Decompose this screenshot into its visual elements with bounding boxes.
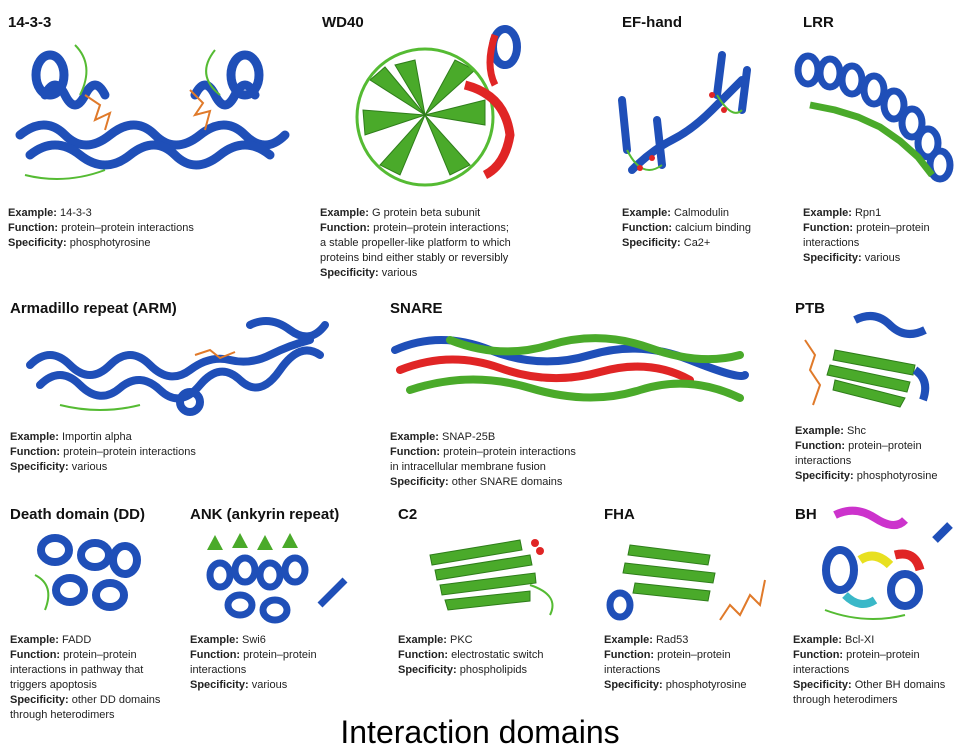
protein-structure-fha [606, 544, 766, 621]
panel-title: PTB [795, 300, 825, 317]
caption: Example: Bcl-XI Function: protein–protei… [793, 634, 946, 706]
protein-structure-death-domain [34, 534, 141, 611]
figure-footer-title: Interaction domains [340, 714, 620, 750]
caption: Example: Rad53 Function: protein–protein… [604, 634, 747, 691]
caption: Example: SNAP-25B Function: protein–prot… [390, 431, 576, 488]
panel-title: Armadillo repeat (ARM) [10, 300, 177, 317]
panel-title: 14-3-3 [8, 14, 52, 31]
protein-structure-armadillo [26, 317, 329, 416]
panel-title: Death domain (DD) [10, 506, 145, 523]
protein-structure-wd40 [355, 25, 521, 187]
caption: Example: Swi6 Function: protein–protein … [190, 634, 317, 691]
panel-title: FHA [604, 506, 635, 523]
caption: Example: Rpn1 Function: protein–protein … [803, 207, 930, 264]
caption: Example: Importin alpha Function: protei… [10, 431, 196, 473]
protein-structure-c2 [429, 539, 554, 616]
panel-title: LRR [803, 14, 834, 31]
caption: Example: PKC Function: electrostatic swi… [398, 634, 544, 676]
protein-structure-ef-hand [618, 51, 751, 174]
panel-title: BH [795, 506, 817, 523]
protein-structure-lrr [794, 52, 954, 183]
panel-title: ANK (ankyrin repeat) [190, 506, 340, 523]
caption: Example: Calmodulin Function: calcium bi… [622, 207, 751, 249]
panel-title: WD40 [322, 14, 364, 31]
panel-title: EF-hand [622, 14, 682, 31]
protein-structure-14-3-3 [15, 44, 290, 180]
panel-title: C2 [398, 506, 418, 523]
panel-title: SNARE [390, 300, 443, 317]
protein-structure-ank [206, 533, 348, 624]
caption: Example: G protein beta subunit Function… [320, 207, 511, 279]
caption: Example: 14-3-3 Function: protein–protei… [8, 207, 194, 249]
caption: Example: Shc Function: protein–protein i… [795, 425, 938, 482]
protein-structure-ptb [804, 312, 930, 408]
protein-structure-bh [822, 506, 953, 620]
protein-structure-snare [391, 334, 749, 402]
caption: Example: FADD Function: protein–protein … [10, 634, 161, 721]
